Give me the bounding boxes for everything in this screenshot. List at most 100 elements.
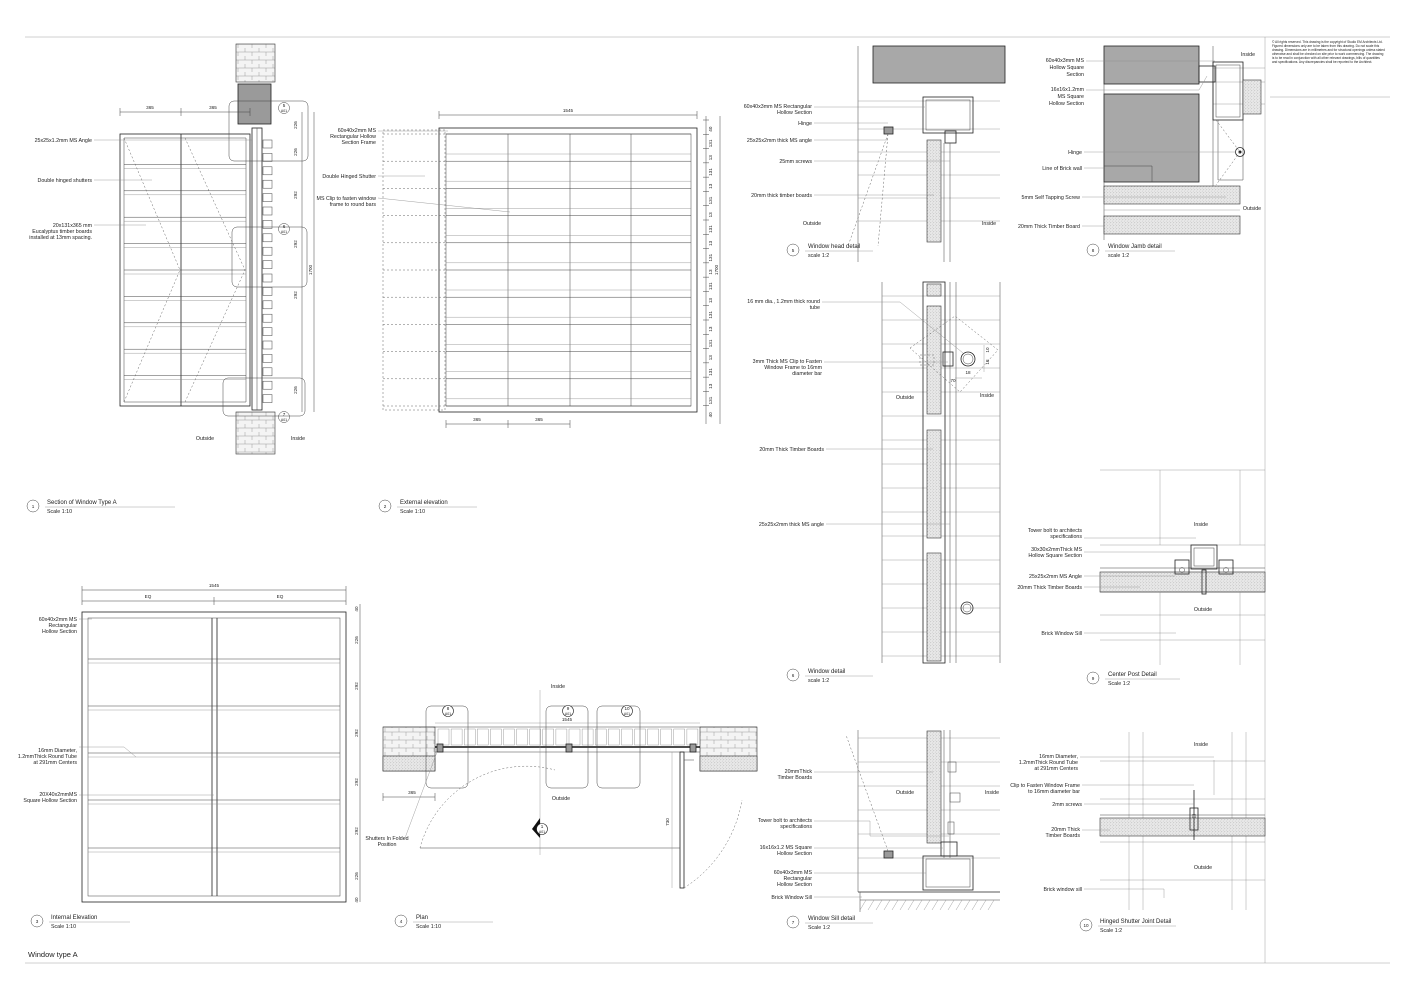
svg-text:20mm Thick: 20mm Thick [1051,827,1080,833]
svg-text:292: 292 [354,682,359,690]
svg-text:Rectangular: Rectangular [783,876,812,882]
svg-text:A01: A01 [281,230,287,234]
svg-text:Double Hinged Shutter: Double Hinged Shutter [322,174,376,180]
view2-row-dim: 40 [708,126,713,132]
view4-number: 4 [400,919,403,924]
svg-text:Inside: Inside [980,393,994,399]
svg-text:Hollow Section: Hollow Section [1049,101,1084,107]
svg-text:Inside: Inside [1194,522,1208,528]
svg-text:EQ: EQ [277,594,284,599]
view2-row-dim: 131 [708,168,713,176]
svg-text:292: 292 [354,827,359,835]
svg-text:Hollow Section: Hollow Section [777,110,812,116]
view2-row-dim: 131 [708,139,713,147]
svg-text:20x131x365 mm: 20x131x365 mm [53,223,93,229]
svg-text:Scale 1:2: Scale 1:2 [1100,928,1122,934]
svg-text:8: 8 [447,706,450,711]
svg-text:365: 365 [535,417,543,422]
svg-text:292: 292 [293,291,298,299]
svg-text:Eucalyptus timber boards: Eucalyptus timber boards [32,229,92,235]
svg-text:6: 6 [283,224,286,229]
svg-text:to 16mm diameter bar: to 16mm diameter bar [1028,789,1080,795]
view2-row-dim: 131 [708,396,713,404]
svg-text:18: 18 [965,370,971,375]
view10-number: 10 [1083,923,1089,928]
view2-number: 2 [384,504,387,509]
view2-row-dim: 13 [708,155,713,161]
svg-text:MS Square: MS Square [1058,94,1085,100]
svg-text:Outside: Outside [196,436,214,442]
svg-text:Outside: Outside [803,221,821,227]
view-9-center-post: Inside Tower bolt to architects specific… [1017,469,1266,687]
svg-text:Scale 1:2: Scale 1:2 [808,925,830,931]
svg-text:A01: A01 [281,109,287,113]
svg-text:Section: Section [1066,72,1084,78]
svg-text:Inside: Inside [551,684,565,690]
view2-row-dim: 13 [708,383,713,389]
view2-row-dim: 13 [708,269,713,275]
svg-text:3mm Thick MS Clip to Fasten: 3mm Thick MS Clip to Fasten [753,359,822,365]
svg-text:Inside: Inside [1241,52,1255,58]
svg-text:60x40x3mm MS Rectangular: 60x40x3mm MS Rectangular [744,104,813,110]
svg-text:Line of Brick wall: Line of Brick wall [1042,166,1082,172]
svg-text:16mm Diameter,: 16mm Diameter, [38,748,77,754]
view2-dim-total: 1700 [714,264,719,275]
svg-text:Scale 1:10: Scale 1:10 [51,924,76,930]
svg-text:25x25x2mm MS Angle: 25x25x2mm MS Angle [1029,574,1082,580]
svg-text:40: 40 [354,606,359,612]
svg-text:Double hinged shutters: Double hinged shutters [38,178,93,184]
svg-text:20mm Thick Timber Board: 20mm Thick Timber Board [1018,224,1080,230]
svg-text:and specifications. Any discre: and specifications. Any discrepancies sh… [1272,60,1372,64]
svg-text:A01: A01 [624,712,630,716]
svg-text:Clip to Fasten Window Frame: Clip to Fasten Window Frame [1010,783,1080,789]
svg-text:292: 292 [354,778,359,786]
svg-text:16x16x1.2mm: 16x16x1.2mm [1051,87,1085,93]
svg-text:226: 226 [293,121,298,129]
svg-text:at 291mm Centers: at 291mm Centers [1034,766,1078,772]
view3-title: Internal Elevation [51,915,97,921]
svg-text:Hinge: Hinge [798,121,812,127]
view2-row-dim: 131 [708,368,713,376]
svg-text:Timber Boards: Timber Boards [777,775,812,781]
view6-number: 6 [792,673,795,678]
view2-row-dim: 131 [708,225,713,233]
view2-row-dim: 13 [708,298,713,304]
svg-text:Hollow Square Section: Hollow Square Section [1028,553,1082,559]
svg-text:60x40x3mm MS: 60x40x3mm MS [1046,58,1085,64]
view2-row-dim: 131 [708,253,713,261]
copyright-note: © All rights reserved. This drawing is t… [1272,40,1385,64]
svg-text:40: 40 [354,897,359,903]
svg-text:292: 292 [354,729,359,737]
svg-text:2mm screws: 2mm screws [1052,802,1082,808]
view-4-plan: 1 A01 8 A01 9 A01 10 A01 1545 365 730 In… [365,684,758,930]
svg-text:365: 365 [473,417,481,422]
svg-text:A01: A01 [539,830,545,834]
svg-text:Scale 1:10: Scale 1:10 [416,924,441,930]
svg-text:292: 292 [293,240,298,248]
svg-text:20mmThick: 20mmThick [785,769,813,775]
svg-text:60x40x2mm MS: 60x40x2mm MS [338,128,377,134]
svg-text:Brick window sill: Brick window sill [1043,887,1082,893]
view1-dim-top-right: 365 [209,105,217,110]
view6-title: Window detail [808,669,845,675]
svg-text:Square Hollow Section: Square Hollow Section [23,798,77,804]
svg-text:EQ: EQ [145,594,152,599]
svg-text:365: 365 [408,790,416,795]
svg-text:226: 226 [293,148,298,156]
svg-text:Inside: Inside [291,436,305,442]
svg-text:60x40x3mm MS: 60x40x3mm MS [774,870,813,876]
view7-title: Window Sill detail [808,916,855,922]
svg-text:Scale 1:10: Scale 1:10 [47,509,72,515]
svg-text:730: 730 [665,818,670,826]
view-3-internal-elevation: 1545 EQ EQ 40 226 292 292 292 292 226 40… [18,583,361,930]
view2-row-dim: 131 [708,339,713,347]
svg-text:60x40x2mm MS: 60x40x2mm MS [39,617,78,623]
view2-row-dim: 13 [708,183,713,189]
svg-text:1545: 1545 [562,717,573,722]
view1-dim-total: 1700 [308,264,313,275]
svg-text:scale 1:2: scale 1:2 [808,678,829,684]
view2-row-dim: 13 [708,212,713,218]
svg-text:Tower bolt to architects: Tower bolt to architects [1028,528,1083,534]
svg-text:scale 1:2: scale 1:2 [808,253,829,259]
